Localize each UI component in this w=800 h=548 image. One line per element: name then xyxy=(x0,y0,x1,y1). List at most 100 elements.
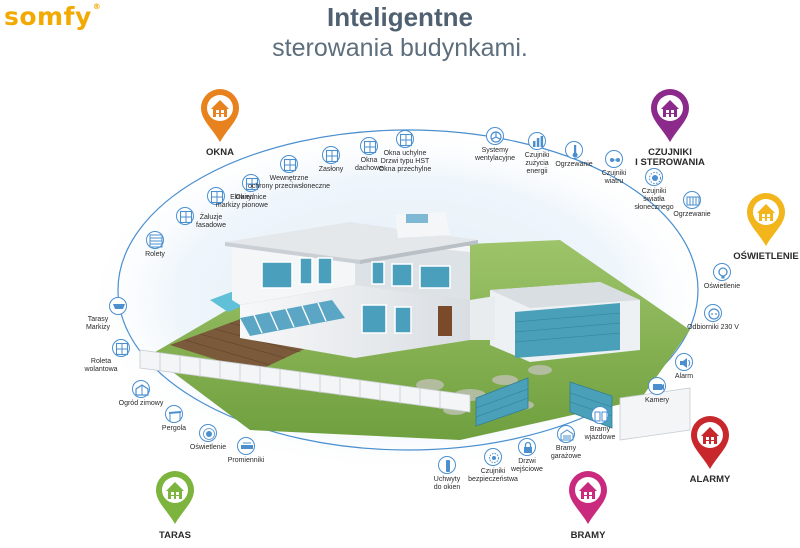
light-bulb-icon[interactable] xyxy=(713,263,731,281)
curtains-icon[interactable] xyxy=(322,146,340,164)
house-icon xyxy=(651,89,689,142)
shutters-icon[interactable] xyxy=(242,174,260,192)
terrace-awning xyxy=(240,300,345,336)
energy-meter-icon[interactable] xyxy=(528,132,546,150)
service-label-line: Markizy xyxy=(85,324,111,331)
service-label-line: Oświetlenie xyxy=(703,283,741,290)
front-fence xyxy=(139,349,691,441)
service-label-line: Promienniki xyxy=(227,457,265,464)
service-label-alarm: Alarm xyxy=(675,373,693,381)
service-label-line: Pergola xyxy=(161,425,187,432)
sensors-category-pin[interactable] xyxy=(648,86,692,144)
service-label-line: Odbiorniki 230 V xyxy=(687,324,739,331)
service-label-rolety: Rolety xyxy=(145,251,165,259)
safety-sensor-icon[interactable] xyxy=(484,448,502,466)
house-icon xyxy=(691,416,729,469)
garage-door xyxy=(515,303,620,358)
service-label-kamery: Kamery xyxy=(645,397,669,405)
service-label-line: Oświetlenie xyxy=(189,444,227,451)
service-label-line: światła xyxy=(643,196,665,203)
wind-sensor-icon[interactable] xyxy=(605,150,623,168)
winter-garden-icon[interactable] xyxy=(132,380,150,398)
service-label-line: zużycia xyxy=(525,160,549,167)
ventilation-icon[interactable] xyxy=(486,127,504,145)
swing-gate-icon[interactable] xyxy=(591,406,609,424)
service-label-ogrzewanie1: Ogrzewanie xyxy=(555,161,592,169)
service-label-line: bezpieczeństwa xyxy=(468,476,518,483)
facade-blinds-icon[interactable] xyxy=(176,207,194,225)
valance-blind-icon[interactable] xyxy=(112,339,130,357)
service-label-line: Bramy xyxy=(589,426,611,433)
lighting-category-pin[interactable] xyxy=(744,190,788,248)
interior-blinds-icon[interactable] xyxy=(280,155,298,173)
terrace-category-label: TARAS xyxy=(158,530,192,541)
spot-light-icon[interactable] xyxy=(199,424,217,442)
heater-icon[interactable] xyxy=(237,437,255,455)
vertical-screen-icon[interactable] xyxy=(207,187,225,205)
speaker-icon[interactable] xyxy=(675,353,693,371)
tilt-window-icon[interactable] xyxy=(396,130,414,148)
service-label-line: Ekrany/ xyxy=(230,194,254,201)
lighting-category-label: OŚWIETLENIE xyxy=(733,251,799,262)
service-label-line: Systemy xyxy=(481,147,509,154)
terrace-category-pin[interactable] xyxy=(153,468,197,526)
service-label-pergola: Pergola xyxy=(162,425,186,433)
service-label-line: Tarasy xyxy=(87,316,109,323)
service-label-line: garażowe xyxy=(550,453,582,460)
service-label-line: fasadowe xyxy=(196,222,226,229)
service-label-line: Czujniki xyxy=(641,188,667,195)
house-icon xyxy=(747,193,785,246)
service-label-ekrany: Ekrany/markizy pionowe xyxy=(216,194,268,210)
windows-category-pin[interactable] xyxy=(198,86,242,144)
plug-icon[interactable] xyxy=(704,304,722,322)
pergola-icon[interactable] xyxy=(165,405,183,423)
service-label-line: Rolety xyxy=(145,251,165,258)
service-label-line: markizy pionowe xyxy=(215,202,269,209)
thermometer-icon[interactable] xyxy=(565,141,583,159)
gates-category-pin[interactable] xyxy=(566,468,610,526)
awning-icon[interactable] xyxy=(109,297,127,315)
service-label-line: Czujniki xyxy=(601,170,627,177)
service-label-oswietlenie2: Oświetlenie xyxy=(190,444,226,452)
service-label-ogrod-zimowy: Ogród zimowy xyxy=(119,400,164,408)
service-label-line: Drzwi typu HST xyxy=(380,158,430,165)
roof-window-icon[interactable] xyxy=(360,137,378,155)
service-label-zaslony: Zasłony xyxy=(319,166,344,174)
service-label-line: Żaluzje xyxy=(199,214,223,221)
service-label-line: Alarm xyxy=(674,373,694,380)
service-label-line: Zasłony xyxy=(318,166,344,173)
garage-door-icon[interactable] xyxy=(557,425,575,443)
service-label-line: Ogrzewanie xyxy=(555,161,593,168)
service-label-line: Roleta xyxy=(90,358,112,365)
title-line-2: sterowania budynkami. xyxy=(272,34,528,62)
alarms-category-pin[interactable] xyxy=(688,413,732,471)
camera-icon[interactable] xyxy=(648,377,666,395)
sun-sensor-icon[interactable] xyxy=(645,168,663,186)
window-handle-icon[interactable] xyxy=(438,456,456,474)
service-label-line: wentylacyjne xyxy=(474,155,516,162)
service-label-line: Okna xyxy=(360,157,378,164)
windows-category-label: OKNA xyxy=(206,147,234,158)
sensors-category-label-line-2: I STEROWANIA xyxy=(635,157,705,168)
gates-category-label: BRAMY xyxy=(570,530,606,541)
alarms-category-label: ALARMY xyxy=(689,474,731,485)
roller-shutter-icon[interactable] xyxy=(146,231,164,249)
service-label-line: Wewnętrzne xyxy=(269,175,309,182)
door-lock-icon[interactable] xyxy=(518,438,536,456)
service-label-line: Kamery xyxy=(644,397,670,404)
radiator-icon[interactable] xyxy=(683,191,701,209)
sensors-category-label-line-1: CZUJNIKI xyxy=(648,147,692,158)
house-icon xyxy=(569,471,607,524)
